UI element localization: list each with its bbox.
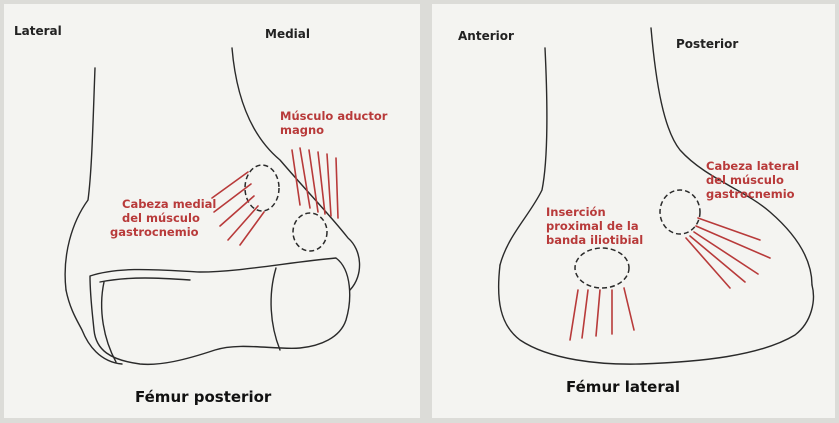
label-medial-gastrocnemius-line1: Cabeza medial — [122, 197, 216, 211]
right-panel-title: Fémur lateral — [566, 378, 680, 396]
label-iliotibial-band-line2: proximal de la — [546, 219, 639, 233]
label-posterior: Posterior — [676, 37, 738, 51]
label-medial-gastrocnemius-line2: del músculo — [122, 211, 200, 225]
label-iliotibial-band-line1: Inserción — [546, 205, 606, 219]
label-medial: Medial — [265, 27, 310, 41]
left-panel-background — [4, 4, 420, 418]
label-lateral-gastrocnemius-line2: del músculo — [706, 173, 784, 187]
label-anterior: Anterior — [458, 29, 514, 43]
right-panel-background — [432, 4, 835, 418]
label-iliotibial-band-line3: banda iliotibial — [546, 233, 643, 247]
label-lateral-gastrocnemius-line1: Cabeza lateral — [706, 159, 799, 173]
right-panel: Anterior Posterior Cabeza lateral del mú… — [432, 4, 835, 418]
left-panel-title: Fémur posterior — [135, 388, 272, 406]
label-lateral: Lateral — [14, 24, 62, 38]
label-lateral-gastrocnemius-line3: gastrocnemio — [706, 187, 795, 201]
label-adductor-magnus-line2: magno — [280, 123, 324, 137]
left-panel: Lateral Medial Músculo aductor magno Cab… — [4, 4, 420, 418]
label-medial-gastrocnemius-line3: gastrocnemio — [110, 225, 199, 239]
label-adductor-magnus-line1: Músculo aductor — [280, 109, 388, 123]
